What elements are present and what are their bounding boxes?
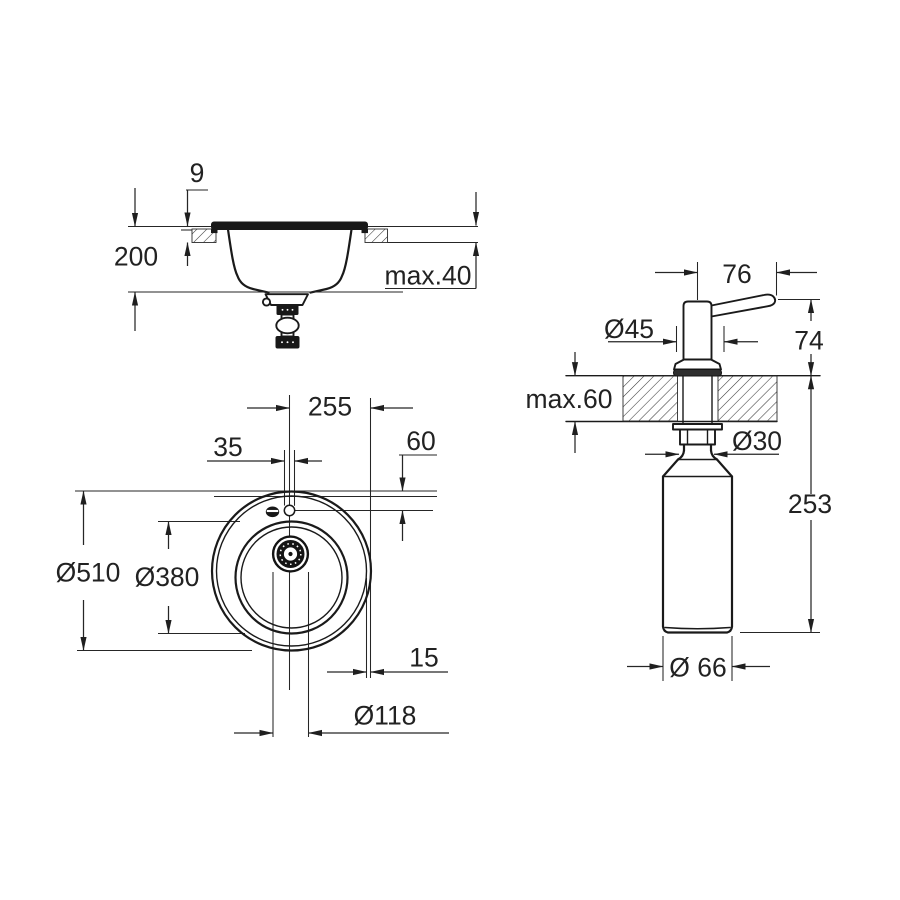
tap-hole [283,504,296,517]
pump-head [682,300,713,361]
dim-spout-reach: 76 [655,259,817,300]
hole-diameter-label: Ø30 [732,426,782,456]
rim-height-label: 9 [190,158,205,188]
dim-bottle-diameter: Ø 66 [627,636,770,683]
bowl-wall-left [226,228,270,294]
countertop-max60-label: max.60 [526,384,613,414]
sink-inner-rim-circle [215,495,368,647]
sink-outer-rim-circle [210,490,373,652]
hole-offset-label: 60 [406,426,435,456]
locknut [679,428,716,446]
below-deck-depth-label: 253 [788,489,832,519]
bottle-diameter-label: Ø 66 [669,653,726,683]
countertop-max40-label: max.40 [385,261,472,291]
dim-countertop-max40: max.40 [385,192,480,291]
height-above-deck-label: 74 [794,326,823,356]
tap-hole-label: 35 [213,432,242,462]
counter-hatch-right [364,228,388,243]
sink-top-view: 255 35 60 Ø510 Ø380 [56,392,449,737]
deck-hatch-right [717,375,778,422]
bowl-outer-circle [234,520,349,635]
dim-bowl-depth: 200 [114,188,403,331]
soap-dispenser-view: 76 Ø45 74 max.60 Ø30 [526,259,833,683]
drain-trap-ring [275,316,300,335]
counter-hatch-left [191,228,217,243]
dim-hole-diameter: Ø30 [645,426,782,458]
rim-hook-right [361,228,368,234]
sink-cross-section-view: 9 200 max.40 [114,158,480,349]
bowl-wall-right [309,228,353,294]
pump-collar [673,358,722,371]
spout-reach-label: 76 [722,259,751,289]
outer-diameter-label: Ø510 [56,558,121,588]
center-to-edge-label: 255 [308,392,352,422]
bowl-depth-label: 200 [114,242,158,272]
dim-bowl-diameter: Ø380 [135,521,200,634]
rim-width-label: 15 [409,643,438,673]
dim-rim-width: 15 [327,643,448,676]
dim-pump-diameter: Ø45 [604,314,758,352]
dim-countertop-max60: max.60 [526,352,613,453]
escutcheon-plate [673,369,722,377]
dim-drain-diameter: Ø118 [234,701,449,737]
drain-hook [261,297,272,307]
deck-hatch-left [622,375,678,422]
drain-assembly [261,293,309,349]
bowl-diameter-label: Ø380 [135,562,200,592]
drain-strainer [271,535,310,573]
bowl-step-circle [240,526,343,629]
pump-spout [710,293,777,318]
drain-flange [264,293,309,306]
drain-diameter-label: Ø118 [354,701,417,731]
rim-hook-left [211,228,218,234]
dim-height-above-deck: 74 [778,298,824,377]
sink-rim-profile [211,221,368,230]
dim-outer-diameter: Ø510 [56,490,121,651]
dim-hole-offset: 60 [399,426,437,541]
dim-tap-hole: 35 [207,432,322,465]
dim-below-deck-depth: 253 [740,375,832,634]
overflow-slot [265,506,280,518]
bottle [661,443,734,634]
dim-center-to-edge: 255 [247,392,413,422]
dim-rim-height: 9 [184,158,208,266]
pump-diameter-label: Ø45 [604,314,654,344]
